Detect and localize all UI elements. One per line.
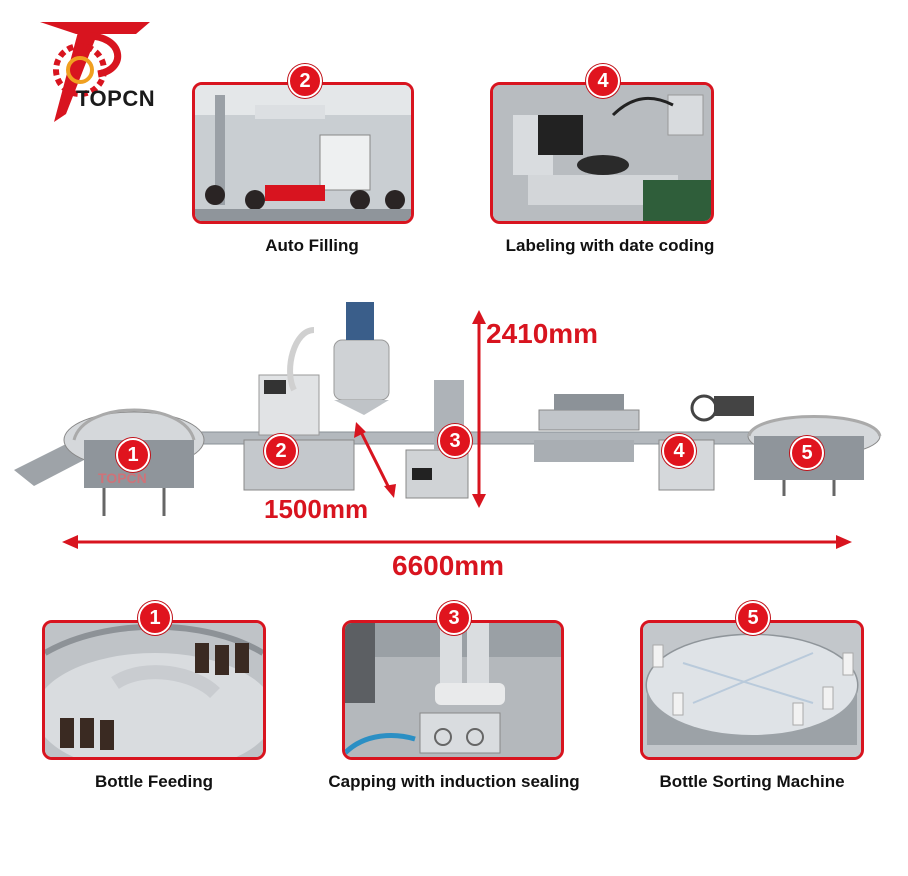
topcn-logo-icon xyxy=(40,22,150,122)
brand-logo xyxy=(18,14,168,124)
photo-capping xyxy=(342,620,564,760)
caption-bottle-feeding: Bottle Feeding xyxy=(94,772,214,791)
step-badge: 2 xyxy=(288,64,322,98)
dimension-height: 2410mm xyxy=(486,318,599,349)
caption-bottle-sorting: Bottle Sorting Machine xyxy=(659,772,845,791)
step-badge: 5 xyxy=(736,601,770,635)
machine-badge: 3 xyxy=(438,424,472,458)
watermark: TOPCN xyxy=(98,470,147,486)
brand-name: TOPCN xyxy=(76,86,156,111)
machine-badge: 4 xyxy=(662,434,696,468)
machine-badge: 1 xyxy=(116,438,150,472)
caption-auto-filling: Auto Filling xyxy=(265,236,359,255)
dimension-width: 1500mm xyxy=(264,494,369,524)
machine-badge: 5 xyxy=(790,436,824,470)
photo-labeling xyxy=(490,82,714,224)
dimension-length: 6600mm xyxy=(392,550,505,581)
caption-capping: Capping with induction sealing xyxy=(328,772,580,791)
step-badge: 3 xyxy=(437,601,471,635)
caption-labeling: Labeling with date coding xyxy=(505,236,715,255)
machine-badge: 2 xyxy=(264,434,298,468)
photo-bottle-feeding xyxy=(42,620,266,760)
photo-bottle-sorting xyxy=(640,620,864,760)
step-badge: 1 xyxy=(138,601,172,635)
step-badge: 4 xyxy=(586,64,620,98)
